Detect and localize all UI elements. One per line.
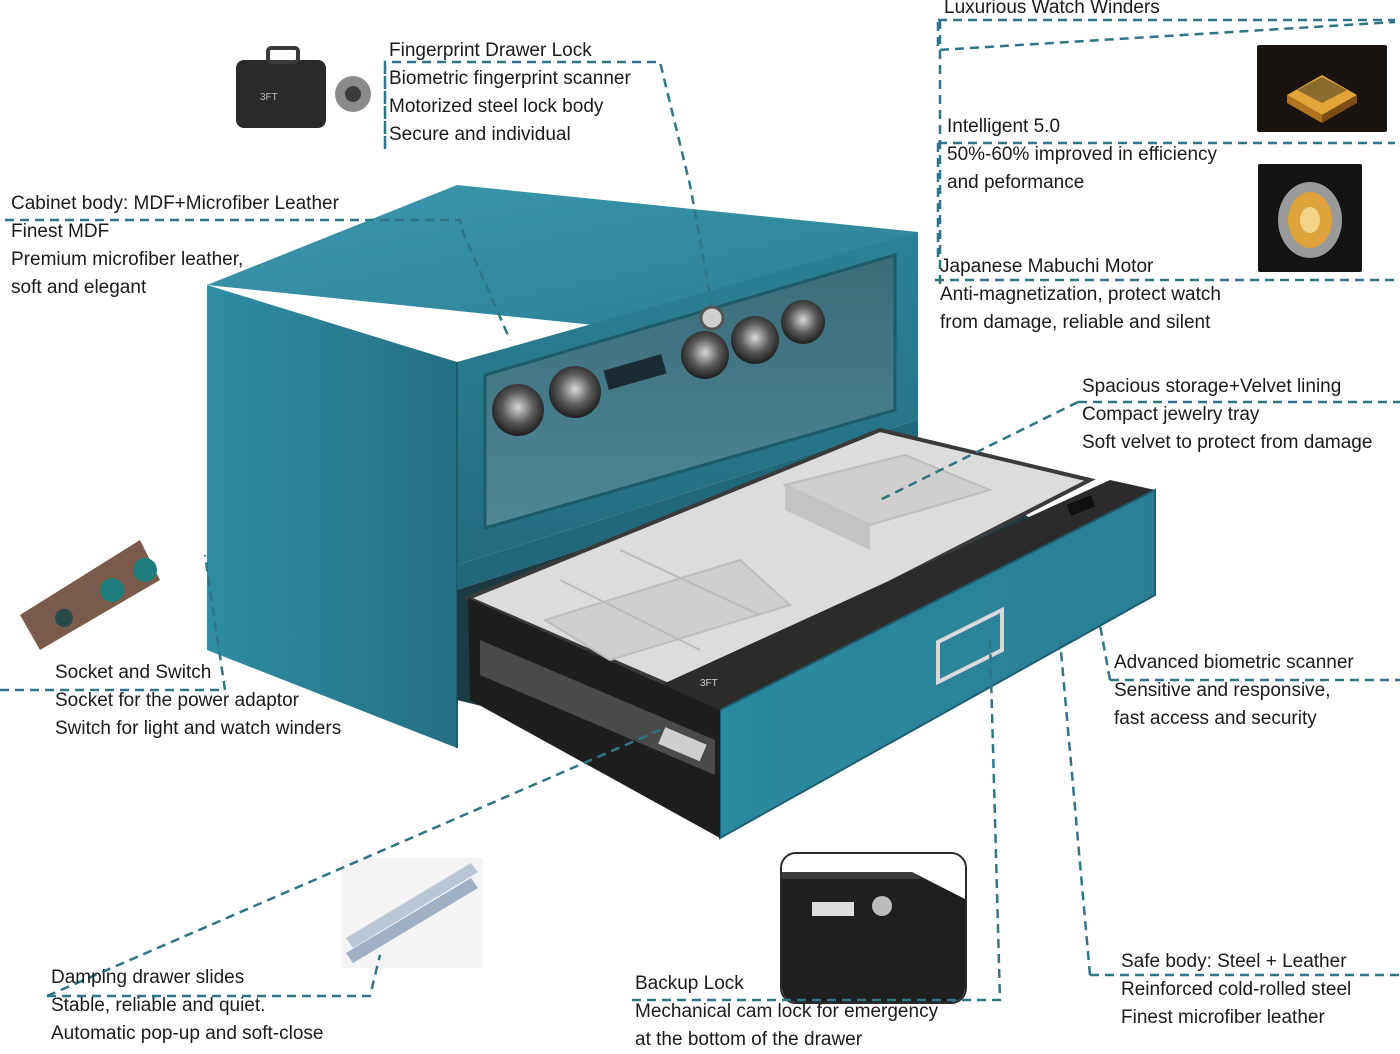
callout-title: Intelligent 5.0 (947, 116, 1061, 137)
callout-title: Safe body: Steel + Leather (1121, 951, 1347, 972)
callout-title: Damping drawer slides (51, 967, 245, 988)
cabinet-left-side (207, 285, 457, 748)
callout-biometric: Advanced biometric scanner Sensitive and… (1114, 649, 1354, 733)
callout-line: fast access and security (1114, 708, 1317, 729)
callout-line: Finest microfiber leather (1121, 1007, 1325, 1028)
callout-line: Mechanical cam lock for emergency (635, 1001, 939, 1022)
callout-line: Sensitive and responsive, (1114, 680, 1331, 701)
callout-title: Luxurious Watch Winders (944, 0, 1160, 18)
backup-lock-thumbnail (780, 852, 967, 1004)
callout-title: Spacious storage+Velvet lining (1082, 376, 1342, 397)
drawer-trim (650, 480, 1155, 710)
callout-line: Secure and individual (389, 124, 571, 145)
callout-line: Reinforced cold-rolled steel (1121, 979, 1352, 1000)
callout-motor: Japanese Mabuchi Motor Anti-magnetizatio… (940, 253, 1221, 337)
callout-line: Compact jewelry tray (1082, 404, 1260, 425)
callout-line: Biometric fingerprint scanner (389, 68, 631, 89)
socket-switch-thumbnail (20, 540, 160, 650)
watch-winders (492, 300, 825, 436)
callout-title: Advanced biometric scanner (1114, 652, 1354, 673)
brand-logo: 3FT (260, 92, 278, 103)
callout-intelligent: Intelligent 5.0 50%-60% improved in effi… (947, 113, 1217, 197)
callout-title: Socket and Switch (55, 662, 212, 683)
callout-line: 50%-60% improved in efficiency (947, 144, 1218, 165)
callout-line: from damage, reliable and silent (940, 312, 1211, 333)
drawer-fingerprint-icon (1066, 495, 1096, 517)
drawer-slides-thumbnail (341, 858, 483, 968)
callout-fingerprint-lock: Fingerprint Drawer Lock Biometric finger… (389, 37, 631, 149)
callout-line: and peformance (947, 172, 1085, 193)
callout-safe-body: Safe body: Steel + Leather Reinforced co… (1121, 948, 1351, 1032)
callout-watch-winders: Luxurious Watch Winders (944, 0, 1160, 22)
callout-line: Motorized steel lock body (389, 96, 604, 117)
callout-line: Switch for light and watch winders (55, 718, 342, 739)
callout-title: Cabinet body: MDF+Microfiber Leather (11, 193, 339, 214)
callout-line: Socket for the power adaptor (55, 690, 299, 711)
fingerprint-lock-thumbnail: 3FT (228, 42, 378, 137)
drawer-handle (936, 606, 1004, 686)
motor-thumbnail (1258, 164, 1362, 272)
callout-line: Stable, reliable and quiet. (51, 995, 266, 1016)
callout-cabinet-body: Cabinet body: MDF+Microfiber Leather Fin… (11, 190, 339, 302)
callout-line: Premium microfiber leather, (11, 249, 244, 270)
callout-title: Fingerprint Drawer Lock (389, 40, 592, 61)
callout-line: Soft velvet to protect from damage (1082, 432, 1373, 453)
fingerprint-lock-icon (699, 305, 725, 331)
callout-socket: Socket and Switch Socket for the power a… (55, 659, 341, 743)
callout-backup-lock: Backup Lock Mechanical cam lock for emer… (635, 970, 938, 1054)
callout-line: soft and elegant (11, 277, 147, 298)
callout-line: at the bottom of the drawer (635, 1029, 863, 1050)
chip-thumbnail (1257, 45, 1387, 132)
callout-title: Backup Lock (635, 973, 744, 994)
callout-line: Finest MDF (11, 221, 110, 242)
svg-text:3FT: 3FT (700, 678, 718, 689)
callout-slides: Damping drawer slides Stable, reliable a… (51, 964, 324, 1048)
callout-storage: Spacious storage+Velvet lining Compact j… (1082, 373, 1372, 457)
drawer-slide (480, 640, 715, 775)
callout-line: Automatic pop-up and soft-close (51, 1023, 324, 1044)
callout-title: Japanese Mabuchi Motor (940, 256, 1154, 277)
callout-line: Anti-magnetization, protect watch (940, 284, 1221, 305)
